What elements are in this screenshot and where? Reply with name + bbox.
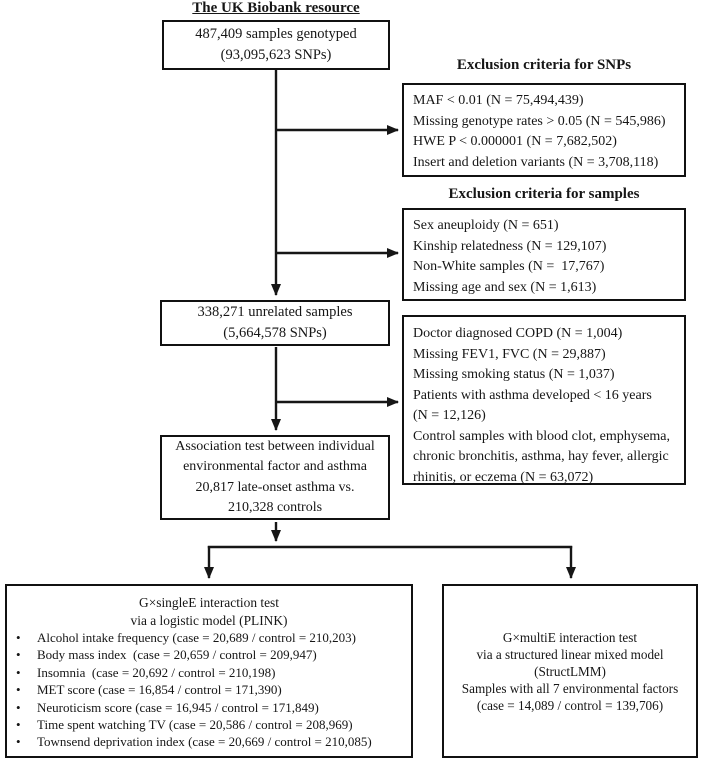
- diagram-title: The UK Biobank resource: [192, 0, 360, 16]
- text-line: MAF < 0.01 (N = 75,494,439): [413, 93, 584, 108]
- text-line: Samples with all 7 environmental factors: [461, 680, 679, 696]
- text-line: Missing age and sex (N = 1,613): [413, 279, 597, 295]
- box-copd-exclusion: Doctor diagnosed COPD (N = 1,004) Missin…: [402, 315, 686, 485]
- box-association-test: Association test between individual envi…: [160, 435, 390, 520]
- text-line: Control samples with blood clot, emphyse…: [413, 428, 671, 444]
- text-line: 338,271 unrelated samples: [197, 304, 353, 320]
- text-line: (StructLMM): [534, 663, 606, 679]
- text-line: rhinitis, or eczema (N = 63,072): [413, 469, 594, 485]
- bullet-item: • Townsend deprivation index (case = 20,…: [7, 733, 411, 750]
- box-snp-exclusion: MAF < 0.01 (N = 75,494,439) Missing geno…: [402, 83, 686, 177]
- text-line: G×multiE interaction test: [502, 629, 638, 645]
- bullet-item: • Neuroticism score (case = 16,945 / con…: [7, 699, 411, 716]
- text-line: Sex aneuploidy (N = 651): [413, 218, 559, 233]
- bullet-icon: •: [16, 682, 21, 698]
- gxsinglee-header-line: G×singleE interaction test: [139, 595, 279, 610]
- box-genotyped-samples: 487,409 samples genotyped (93,095,623 SN…: [162, 20, 390, 70]
- bullet-item: • MET score (case = 16,854 / control = 1…: [7, 681, 411, 698]
- bullet-text: MET score (case = 16,854 / control = 171…: [37, 682, 282, 698]
- bullet-icon: •: [16, 647, 21, 663]
- text-line: Patients with asthma developed < 16 year…: [413, 387, 652, 403]
- text-line: HWE P < 0.000001 (N = 7,682,502): [413, 134, 617, 149]
- bullet-icon: •: [16, 630, 21, 645]
- text-line: via a structured linear mixed model: [476, 646, 664, 662]
- text-line: chronic bronchitis, asthma, hay fever, a…: [413, 449, 669, 464]
- text-line: 210,328 controls: [227, 500, 323, 515]
- text-line: environmental factor and asthma: [183, 459, 367, 474]
- bullet-text: Alcohol intake frequency (case = 20,689 …: [37, 630, 356, 645]
- box-sample-exclusion: Sex aneuploidy (N = 651) Kinship related…: [402, 208, 686, 301]
- box-unrelated-samples: 338,271 unrelated samples (5,664,578 SNP…: [160, 300, 390, 346]
- sample-exclusion-title: Exclusion criteria for samples: [448, 186, 640, 202]
- text-line: (N = 12,126): [413, 408, 486, 423]
- bullet-item: • Insomnia (case = 20,692 / control = 21…: [7, 664, 411, 681]
- bullet-text: Time spent watching TV (case = 20,586 / …: [37, 717, 353, 733]
- text-line: Doctor diagnosed COPD (N = 1,004): [413, 326, 623, 341]
- bullet-item: • Body mass index (case = 20,659 / contr…: [7, 646, 411, 663]
- text-line: (5,664,578 SNPs): [223, 325, 327, 341]
- bullet-icon: •: [16, 717, 21, 733]
- bullet-text: Neuroticism score (case = 16,945 / contr…: [37, 699, 319, 715]
- box-gxmultie-test: G×multiE interaction test via a structur…: [442, 584, 698, 758]
- text-line: (93,095,623 SNPs): [220, 47, 332, 63]
- bullet-icon: •: [16, 699, 21, 715]
- text-line: 20,817 late-onset asthma vs.: [195, 479, 355, 495]
- text-line: 487,409 samples genotyped: [195, 26, 357, 42]
- text-line: (case = 14,089 / control = 139,706): [476, 697, 664, 713]
- bullet-item: • Time spent watching TV (case = 20,586 …: [7, 716, 411, 733]
- text-line: Association test between individual: [175, 438, 375, 454]
- text-line: Missing genotype rates > 0.05 (N = 545,9…: [413, 113, 666, 129]
- bullet-text: Body mass index (case = 20,659 / control…: [37, 647, 317, 663]
- bullet-item: • Alcohol intake frequency (case = 20,68…: [7, 629, 411, 646]
- bullet-icon: •: [16, 664, 21, 680]
- text-line: Missing smoking status (N = 1,037): [413, 367, 615, 382]
- text-line: Non-White samples (N = 17,767): [413, 259, 605, 274]
- gxsinglee-header-line: via a logistic model (PLINK): [130, 612, 288, 628]
- bullet-icon: •: [16, 734, 21, 750]
- bullet-text: Insomnia (case = 20,692 / control = 210,…: [37, 664, 276, 680]
- snp-exclusion-title: Exclusion criteria for SNPs: [456, 57, 632, 73]
- bullet-text: Townsend deprivation index (case = 20,66…: [37, 734, 372, 750]
- text-line: Kinship relatedness (N = 129,107): [413, 238, 607, 254]
- box-gxsinglee-test: G×singleE interaction test via a logisti…: [5, 584, 413, 758]
- text-line: Missing FEV1, FVC (N = 29,887): [413, 346, 606, 362]
- text-line: Insert and deletion variants (N = 3,708,…: [413, 154, 659, 170]
